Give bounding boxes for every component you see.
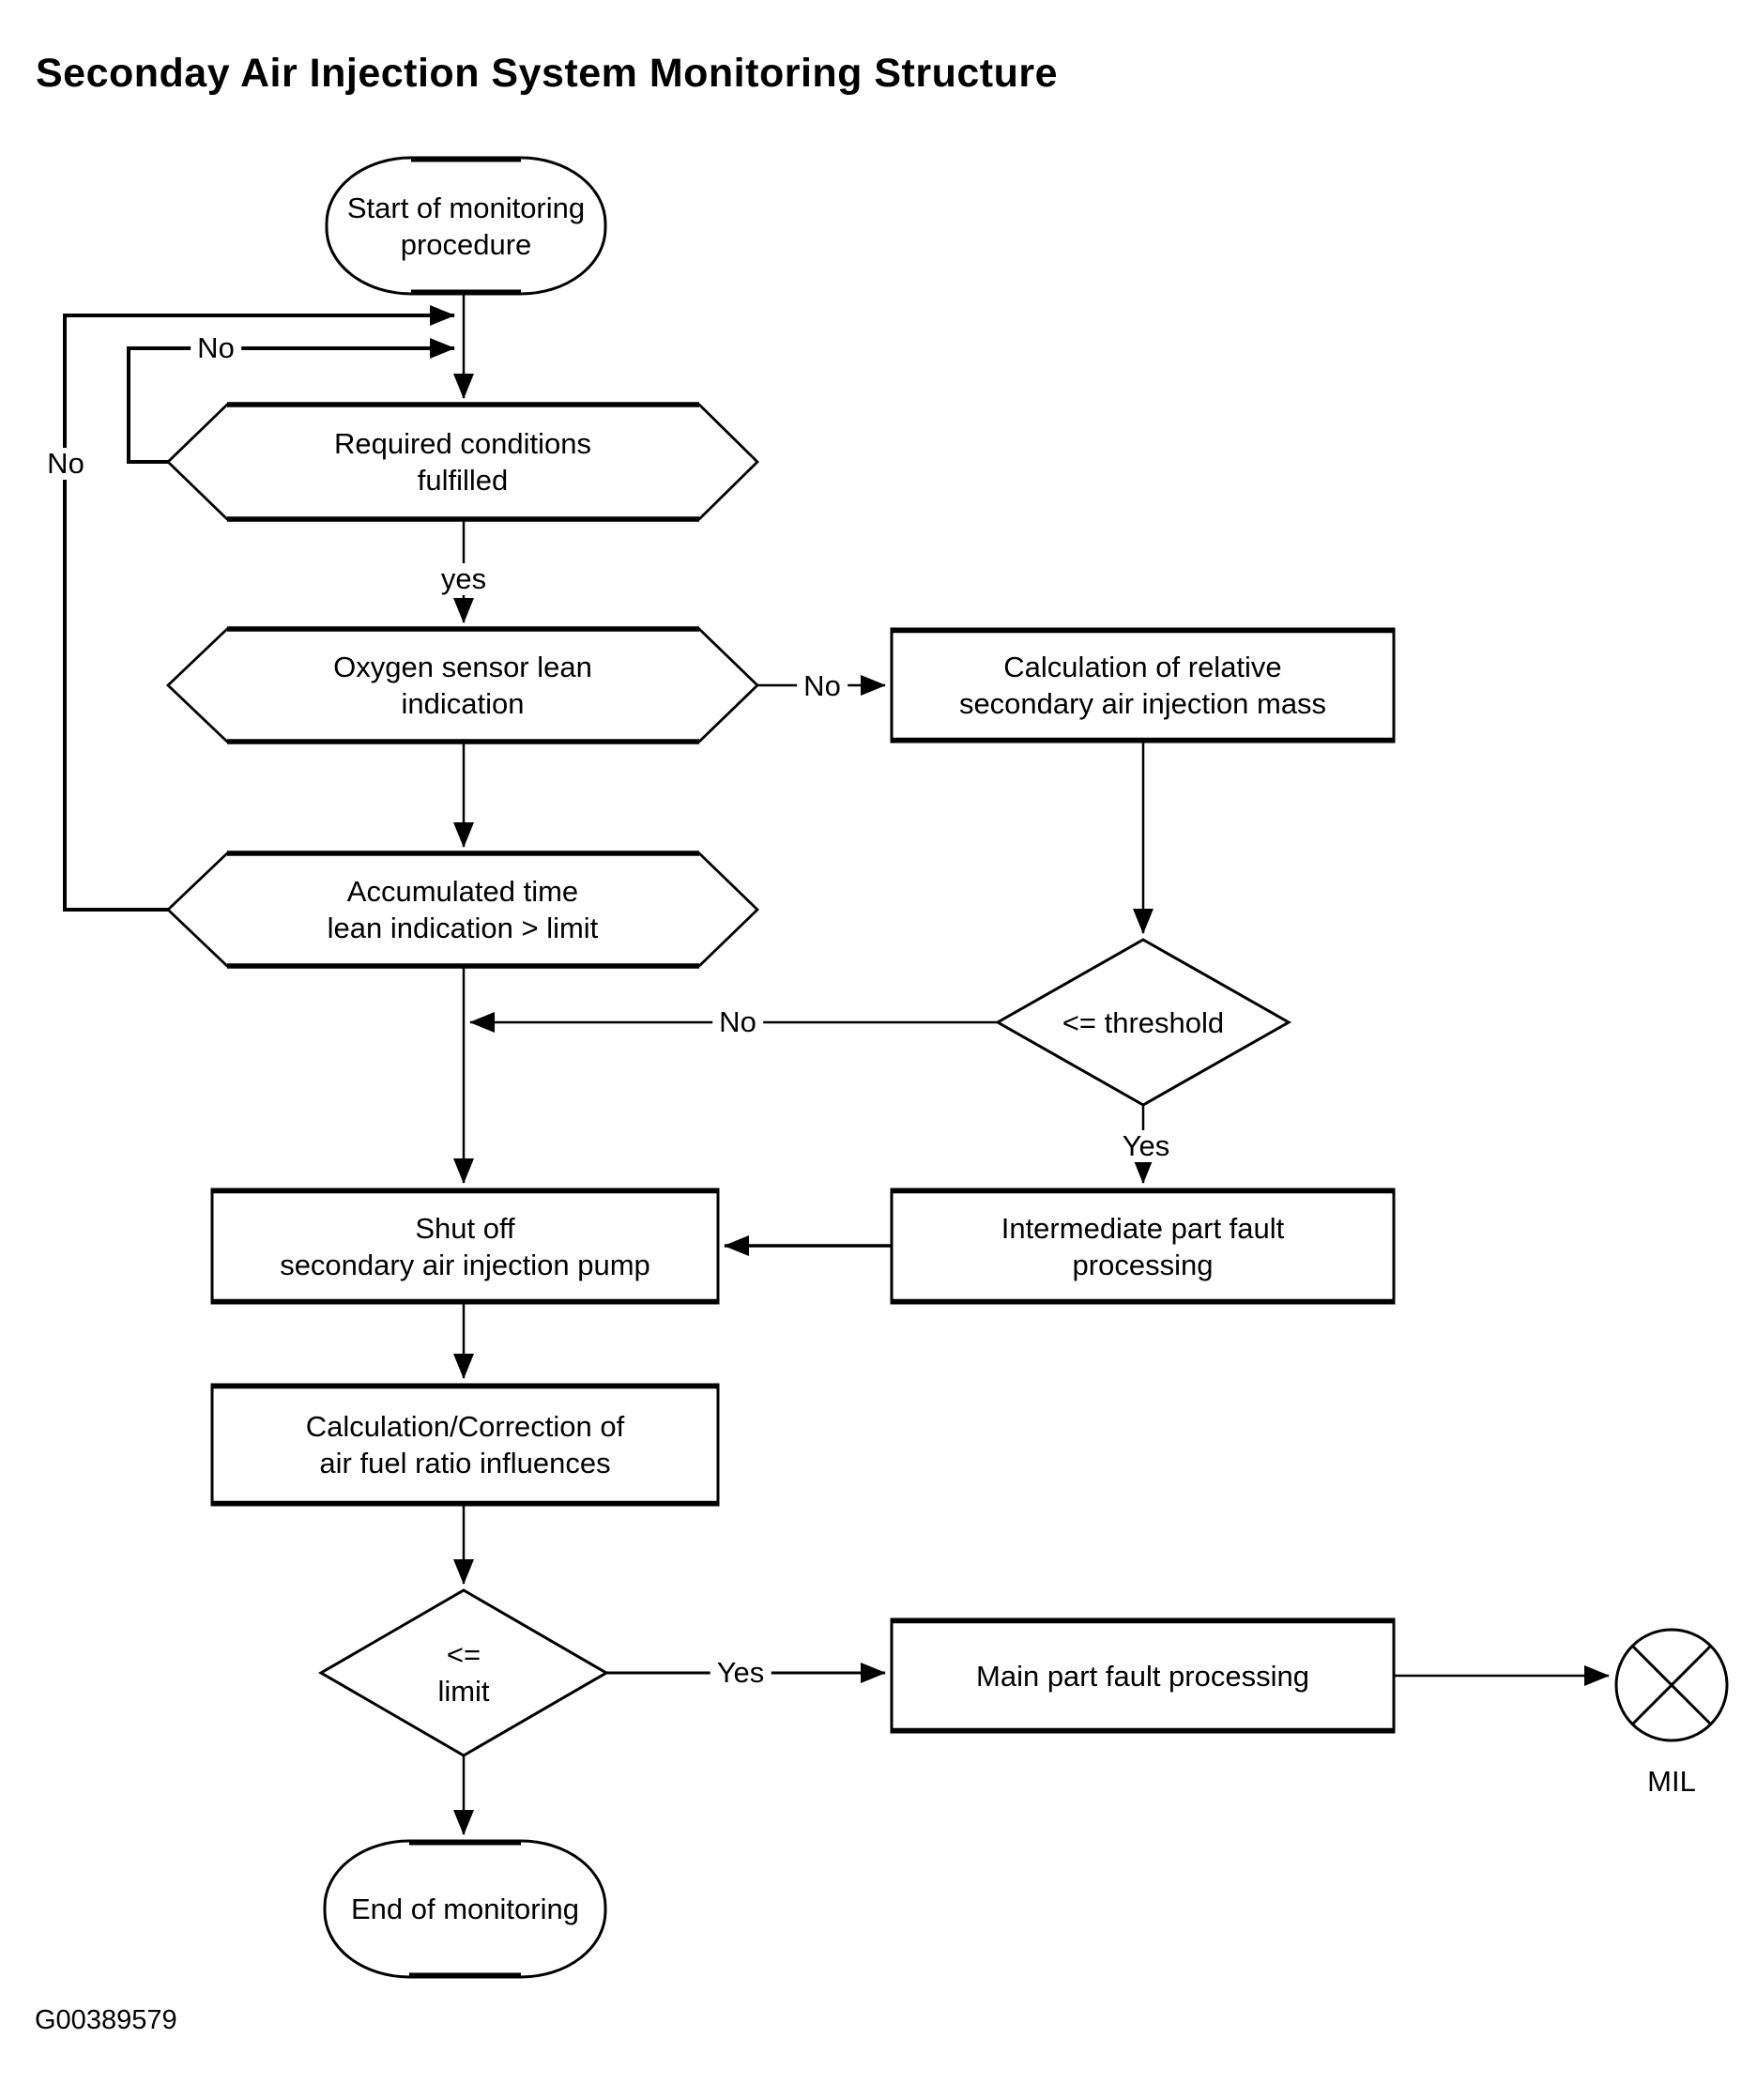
node-label-line: Accumulated time <box>346 875 579 908</box>
main-fault-process-box <box>890 1617 1396 1734</box>
page-title: Seconday Air Injection System Monitoring… <box>36 51 1059 96</box>
limit-decision-diamond <box>318 1588 609 1757</box>
figure-id: G00389579 <box>35 2005 177 2035</box>
node-label-line: Shut off <box>415 1211 515 1245</box>
node-label-line: Calculation/Correction of <box>305 1410 625 1443</box>
node-calculation-relative-mass: Calculation of relative secondary air in… <box>892 629 1394 742</box>
edge-required-no-loop <box>127 338 455 464</box>
node-label-line: fulfilled <box>417 464 509 497</box>
node-label-line: air fuel ratio influences <box>319 1447 611 1479</box>
node-label-line: processing <box>1072 1248 1214 1281</box>
label-oxygen-no: No <box>797 670 848 702</box>
node-threshold-decision: <= threshold <box>998 940 1289 1105</box>
node-label-line: Start of monitoring <box>346 191 586 224</box>
node-limit-decision: <= limit <box>321 1590 606 1755</box>
node-main-part-fault: Main part fault processing <box>892 1619 1394 1732</box>
node-label-line: secondary air injection mass <box>958 687 1327 720</box>
intermediate-fault-process-box <box>890 1188 1396 1305</box>
node-intermediate-fault: Intermediate part fault processing <box>892 1189 1394 1303</box>
node-label-line: <= threshold <box>1062 1005 1225 1039</box>
node-label-line: Required conditions <box>333 427 591 460</box>
node-calc-correction: Calculation/Correction of air fuel ratio… <box>212 1385 718 1505</box>
node-label-line: Intermediate part fault <box>1001 1211 1285 1245</box>
calc-mass-process-box <box>890 627 1396 743</box>
node-start-of-monitoring: Start of monitoring procedure <box>327 158 605 294</box>
node-label-line: indication <box>401 687 525 720</box>
label-threshold-no: No <box>712 1006 763 1038</box>
calc-correction-process-box <box>210 1383 720 1507</box>
label-outer-loop-no: No <box>40 448 91 480</box>
label-inner-loop-no: No <box>191 332 241 364</box>
node-label-line: procedure <box>400 227 532 261</box>
mil-lamp-icon <box>1614 1628 1729 1742</box>
node-label-line: Main part fault processing <box>976 1659 1309 1693</box>
label-threshold-yes: Yes <box>1115 1130 1177 1162</box>
node-label-line: limit <box>437 1675 490 1708</box>
node-label-line: lean indication > limit <box>327 912 599 944</box>
node-shutoff-pump: Shut off secondary air injection pump <box>212 1189 718 1303</box>
shutoff-process-box <box>210 1188 720 1305</box>
label-limit-yes: Yes <box>710 1657 772 1689</box>
label-mil: MIL <box>1647 1765 1696 1798</box>
node-oxygen-sensor-lean: Oxygen sensor lean indication <box>168 629 757 742</box>
node-label-line: secondary air injection pump <box>280 1248 650 1281</box>
node-label-line: <= <box>446 1638 481 1671</box>
edge-accum-no-loop <box>63 305 455 912</box>
node-label-line: Oxygen sensor lean <box>333 651 592 683</box>
threshold-decision-diamond <box>994 938 1292 1107</box>
node-required-conditions: Required conditions fulfilled <box>168 405 757 519</box>
node-accumulated-time: Accumulated time lean indication > limit <box>168 853 757 966</box>
node-label-line: Calculation of relative <box>1003 651 1282 683</box>
node-end-of-monitoring: End of monitoring <box>325 1841 605 1977</box>
node-label-line: End of monitoring <box>351 1893 579 1925</box>
label-required-yes: yes <box>434 563 494 595</box>
